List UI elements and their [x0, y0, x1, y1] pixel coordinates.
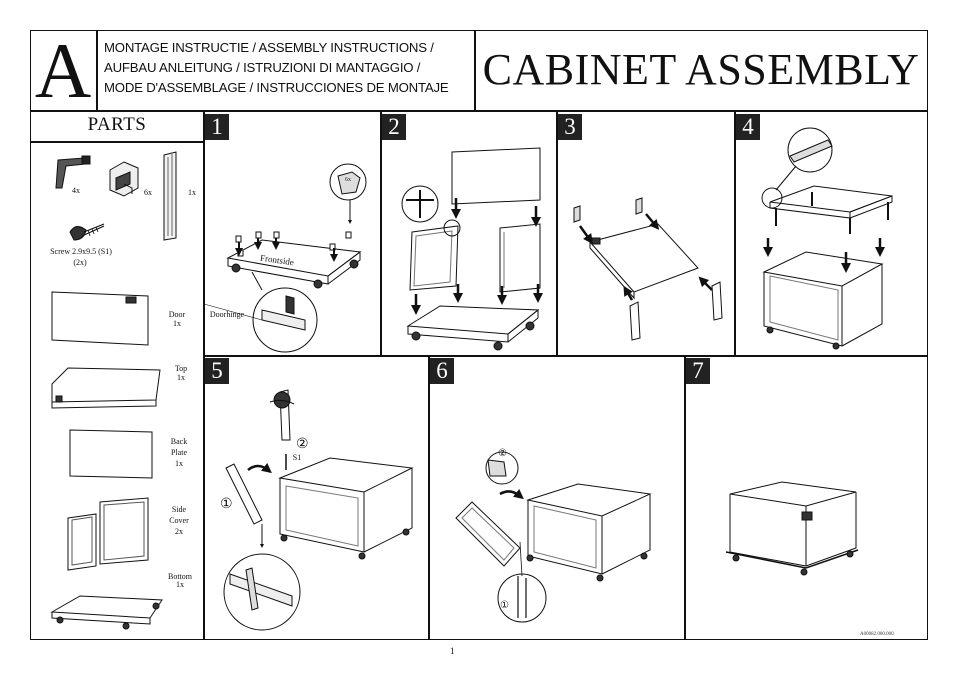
screw-label: Screw 2.9x9.5 (S1) — [50, 247, 112, 256]
top-icon — [51, 367, 161, 403]
page-title: CABINET ASSEMBLY — [482, 45, 920, 94]
col-divider-1 — [380, 110, 382, 355]
step4-top-panel — [769, 185, 893, 213]
step-badge-7: 7 — [686, 358, 710, 384]
section-letter: A — [34, 27, 92, 114]
screw-icon — [69, 226, 87, 241]
step6-marker-2: ② — [498, 448, 507, 459]
back-label-2: Plate — [171, 448, 187, 457]
doorhinge-label: Doorhinge — [209, 310, 245, 319]
side-cover-icon — [67, 513, 97, 571]
top-qty: 1x — [177, 373, 185, 382]
step-badge-4: 4 — [736, 114, 760, 140]
step4-carcass — [762, 251, 884, 287]
step5-marker-1: ① — [220, 497, 233, 512]
side-label-2: Cover — [169, 516, 189, 525]
bracket-qty: 4x — [72, 186, 80, 195]
parts-title: PARTS — [87, 114, 147, 135]
header-line-1: MONTAGE INSTRUCTIE / ASSEMBLY INSTRUCTIO… — [104, 40, 434, 55]
step-badge-2: 2 — [382, 114, 406, 140]
step3-top-panel — [589, 223, 699, 293]
screw-qty: (2x) — [73, 258, 87, 267]
step6-marker-1: ① — [500, 600, 509, 611]
step-badge-6: 6 — [430, 358, 454, 384]
header-bottom-rule — [30, 110, 928, 112]
step6-cabinet — [526, 483, 652, 517]
rail-icon — [163, 151, 177, 241]
parts-title-rule — [30, 141, 203, 143]
page-frame — [30, 30, 928, 640]
step-badge-3: 3 — [558, 114, 582, 140]
page-number: 1 — [450, 646, 455, 656]
header-divider-2 — [474, 30, 476, 110]
back-label-1: Back — [170, 437, 188, 446]
header-line-3: MODE D'ASSEMBLAGE / INSTRUCCIONES DE MON… — [104, 80, 449, 95]
step-badge-1: 1 — [205, 114, 229, 140]
step5-marker-2: ② — [296, 437, 309, 452]
step-badge-5: 5 — [205, 358, 229, 384]
step6-detail-bottom — [497, 573, 547, 623]
col-divider-4 — [428, 355, 430, 640]
col-divider-3 — [734, 110, 736, 355]
header-divider-1 — [96, 30, 98, 110]
col-divider-2 — [556, 110, 558, 355]
step6-door — [455, 501, 521, 567]
step5-screw-label: S1 — [292, 453, 302, 462]
header-line-2: AUFBAU ANLEITUNG / ISTRUZIONI DI MANTAGG… — [104, 60, 421, 75]
door-qty: 1x — [173, 319, 181, 328]
callout-qty: 6x — [345, 177, 351, 183]
back-qty: 1x — [175, 459, 183, 468]
side-label-1: Side — [171, 505, 187, 514]
step5-cabinet — [278, 457, 414, 493]
row-divider — [203, 355, 928, 357]
header-instructions: MONTAGE INSTRUCTIE / ASSEMBLY INSTRUCTIO… — [104, 38, 449, 98]
door-label: Door — [168, 310, 186, 319]
step2-back-plate — [451, 147, 541, 205]
side-qty: 2x — [175, 527, 183, 536]
door-icon — [51, 291, 149, 346]
document-code: A00082.000.000 — [860, 632, 894, 637]
step5-rail — [225, 463, 263, 525]
bottom-icon — [50, 595, 163, 619]
step7-cabinet — [729, 481, 857, 507]
bottom-qty: 1x — [176, 580, 184, 589]
parts-divider — [203, 110, 205, 640]
rail-qty: 1x — [188, 188, 196, 197]
bottom-label: Bottom — [167, 572, 192, 581]
back-plate-icon — [69, 429, 153, 479]
top-label: Top — [174, 364, 188, 373]
hinge-qty: 6x — [144, 188, 152, 197]
col-divider-5 — [684, 355, 686, 640]
